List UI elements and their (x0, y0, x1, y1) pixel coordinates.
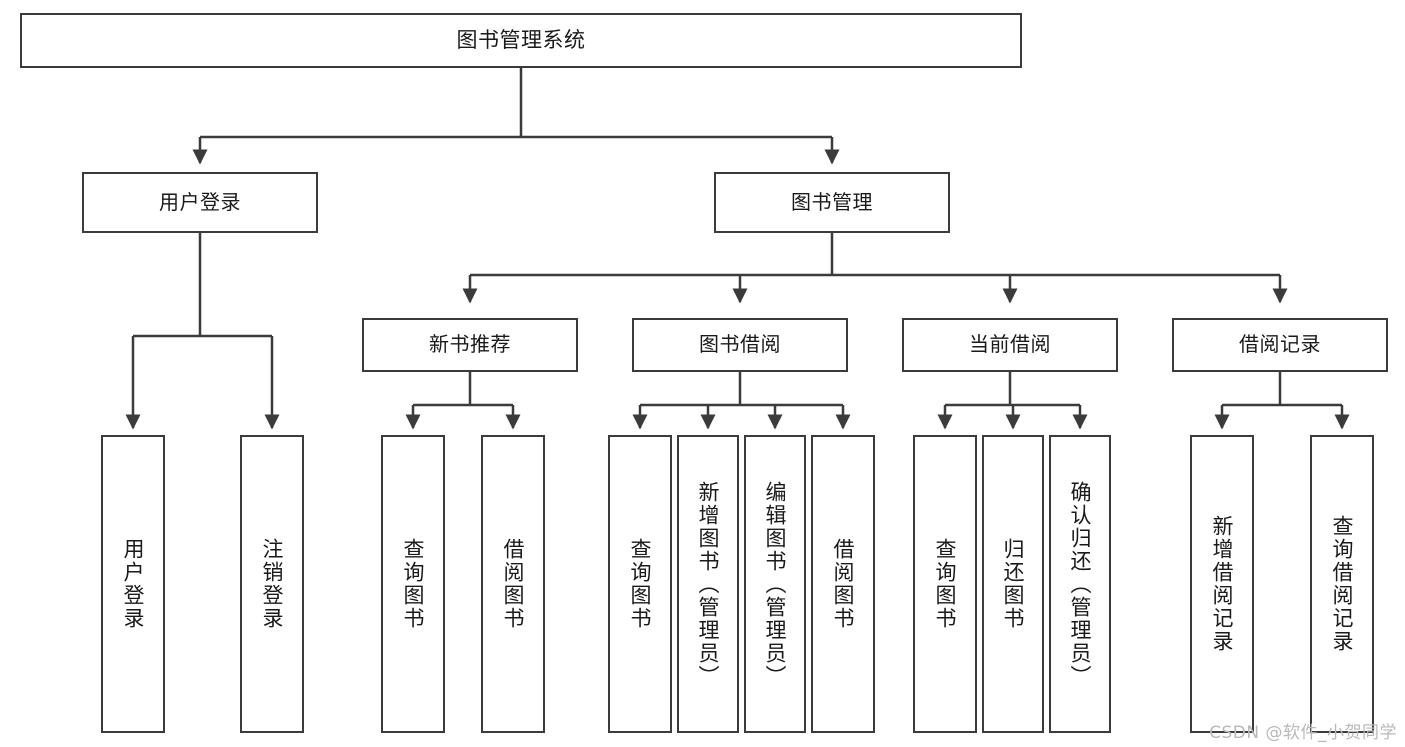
leaf-borrow-edit-book-admin[interactable]: 编辑图书（管理员） (744, 435, 806, 733)
node-borrow-record[interactable]: 借阅记录 (1172, 318, 1388, 372)
leaf-record-add-record[interactable]: 新增借阅记录 (1190, 435, 1254, 733)
node-book-borrow-label: 图书借阅 (699, 332, 781, 357)
leaf-current-return-book[interactable]: 归还图书 (982, 435, 1044, 733)
leaf-current-query-book-label: 查询图书 (933, 538, 958, 630)
leaf-recommend-borrow-book[interactable]: 借阅图书 (481, 435, 545, 733)
leaf-current-return-book-label: 归还图书 (1001, 538, 1026, 630)
csdn-watermark: CSDN @软件_小贺同学 (1209, 723, 1397, 743)
node-book-borrow[interactable]: 图书借阅 (632, 318, 848, 372)
leaf-borrow-query-book[interactable]: 查询图书 (608, 435, 672, 733)
leaf-recommend-query-book-label: 查询图书 (401, 538, 426, 630)
leaf-recommend-borrow-book-label: 借阅图书 (501, 538, 526, 630)
node-user-login[interactable]: 用户登录 (82, 172, 318, 233)
node-root-system[interactable]: 图书管理系统 (20, 13, 1022, 68)
leaf-record-query-record-label: 查询借阅记录 (1330, 515, 1355, 653)
leaf-recommend-query-book[interactable]: 查询图书 (381, 435, 445, 733)
leaf-record-query-record[interactable]: 查询借阅记录 (1310, 435, 1374, 733)
leaf-borrow-borrow-book-label: 借阅图书 (831, 538, 856, 630)
leaf-borrow-add-book-admin-label: 新增图书（管理员） (696, 480, 721, 688)
node-borrow-record-label: 借阅记录 (1239, 332, 1321, 357)
node-current-borrow[interactable]: 当前借阅 (902, 318, 1118, 372)
leaf-record-add-record-label: 新增借阅记录 (1210, 515, 1235, 653)
node-new-book-recommend[interactable]: 新书推荐 (362, 318, 578, 372)
leaf-current-confirm-return-admin[interactable]: 确认归还（管理员） (1049, 435, 1111, 733)
node-current-borrow-label: 当前借阅 (969, 332, 1051, 357)
node-root-system-label: 图书管理系统 (456, 28, 586, 53)
leaf-borrow-borrow-book[interactable]: 借阅图书 (811, 435, 875, 733)
leaf-borrow-query-book-label: 查询图书 (628, 538, 653, 630)
node-user-login-label: 用户登录 (159, 189, 241, 214)
leaf-user-login-logout[interactable]: 注销登录 (240, 435, 304, 733)
leaf-current-query-book[interactable]: 查询图书 (913, 435, 977, 733)
node-new-book-recommend-label: 新书推荐 (429, 332, 511, 357)
leaf-user-login-login-label: 用户登录 (121, 538, 146, 630)
node-book-management[interactable]: 图书管理 (714, 172, 950, 233)
leaf-user-login-logout-label: 注销登录 (260, 538, 285, 630)
node-book-management-label: 图书管理 (791, 189, 873, 214)
leaf-borrow-edit-book-admin-label: 编辑图书（管理员） (763, 480, 788, 688)
leaf-user-login-login[interactable]: 用户登录 (101, 435, 165, 733)
leaf-current-confirm-return-admin-label: 确认归还（管理员） (1068, 480, 1093, 688)
leaf-borrow-add-book-admin[interactable]: 新增图书（管理员） (677, 435, 739, 733)
